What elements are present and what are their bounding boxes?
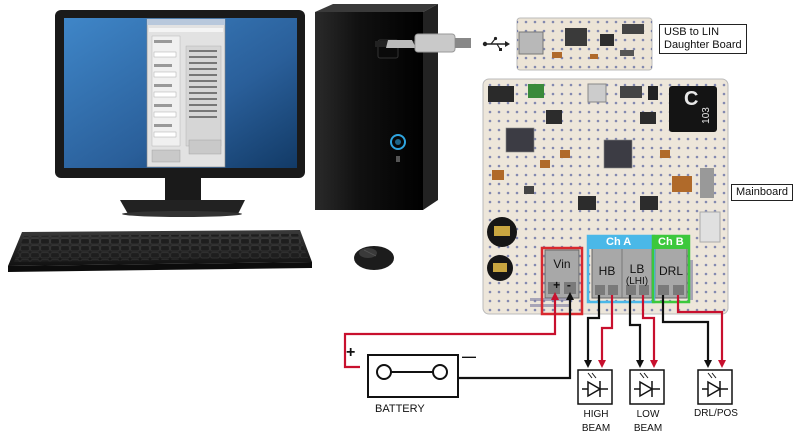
low-beam-line2: BEAM — [633, 423, 663, 434]
hb-label: HB — [598, 264, 616, 278]
ch-a-header — [589, 237, 653, 249]
high-beam-line1: HIGH — [583, 409, 609, 420]
low-beam-line1: LOW — [636, 409, 660, 420]
daughter-board-label: USB to LIN Daughter Board — [659, 24, 747, 54]
lhi-label: (LHI) — [625, 276, 649, 287]
lb-label: LB — [629, 262, 645, 276]
high-beam-label: HIGH BEAM — [578, 408, 614, 436]
battery-minus: — — [462, 348, 476, 364]
daughter-board-label-line2: Daughter Board — [664, 39, 742, 51]
software-window — [146, 18, 226, 168]
mainboard-label: Mainboard — [731, 184, 793, 201]
vin-polarity: + - — [553, 278, 571, 292]
led-icon — [629, 369, 665, 405]
ch-b-outline — [651, 234, 691, 304]
chip-code: 103 — [700, 107, 712, 124]
wire-arrowheads — [551, 292, 726, 368]
wiring — [343, 295, 724, 380]
ch-b-label: Ch B — [658, 236, 684, 248]
ch-a-label: Ch A — [606, 236, 632, 248]
mouse — [354, 246, 394, 270]
led-icon — [697, 369, 733, 405]
keyboard — [8, 230, 312, 272]
battery-label: BATTERY — [375, 403, 425, 415]
mainboard — [482, 78, 729, 315]
drl-label: DRL — [658, 264, 683, 278]
daughter-board — [516, 17, 653, 71]
usb-icon — [482, 36, 510, 51]
drl-pos-label: DRL/POS — [694, 408, 738, 419]
ch-b-header — [654, 237, 688, 249]
chip-letter: C — [684, 88, 699, 110]
high-beam-line2: BEAM — [581, 423, 611, 434]
led-icon — [577, 369, 613, 405]
daughter-board-label-line1: USB to LIN — [664, 26, 720, 38]
computer-monitor — [55, 10, 305, 217]
vin-label: Vin — [553, 257, 571, 271]
battery — [367, 354, 459, 398]
low-beam-label: LOW BEAM — [630, 408, 666, 436]
vin-outline — [540, 246, 584, 316]
usb-cable — [375, 33, 471, 53]
battery-plus: + — [346, 344, 356, 361]
